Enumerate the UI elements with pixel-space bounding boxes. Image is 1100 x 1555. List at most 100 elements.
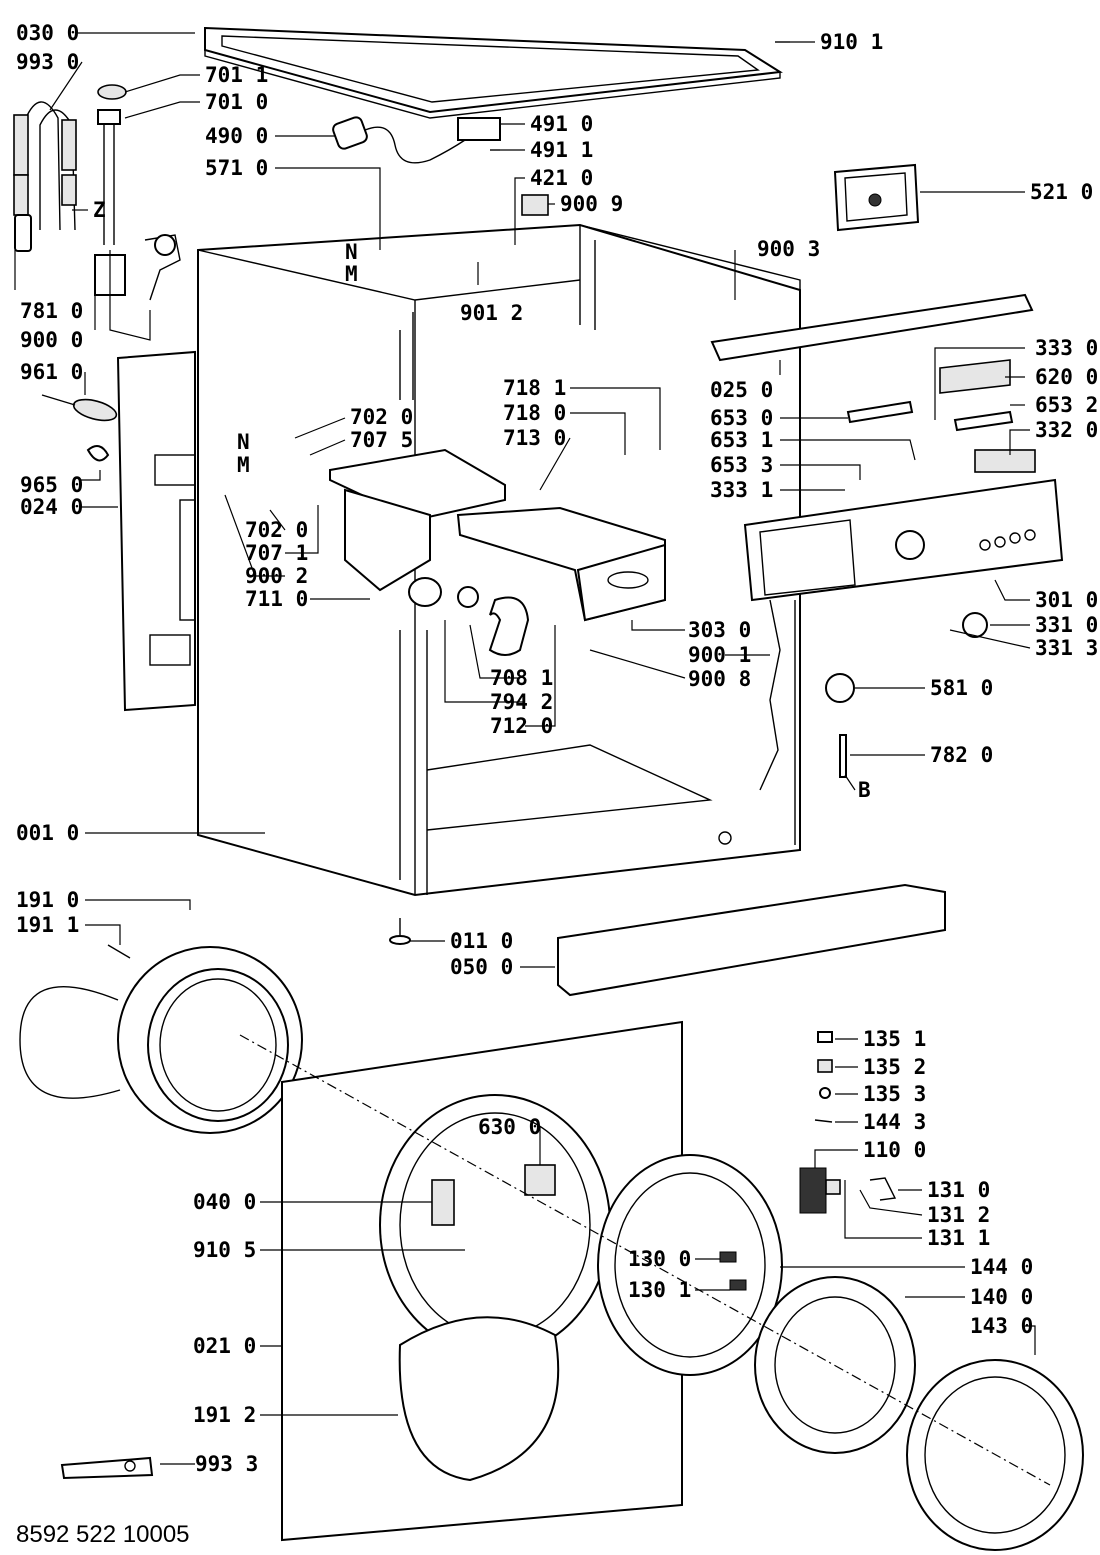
label-993-0: 993 0 xyxy=(16,50,79,74)
label-z: Z xyxy=(93,198,106,222)
label-900-2: 900 2 xyxy=(245,564,308,588)
label-144-3: 144 3 xyxy=(863,1110,926,1134)
label-301-0: 301 0 xyxy=(1035,588,1098,612)
label-707-1: 707 1 xyxy=(245,541,308,565)
hook-131-part xyxy=(869,1177,897,1201)
label-490-0: 490 0 xyxy=(205,124,268,148)
label-143-0: 143 0 xyxy=(970,1314,1033,1338)
label-001-0: 001 0 xyxy=(16,821,79,845)
label-711-0: 711 0 xyxy=(245,587,308,611)
button-strips-part xyxy=(846,400,1036,473)
plinth-part xyxy=(557,883,946,997)
label-011-0: 011 0 xyxy=(450,929,513,953)
label-653-0: 653 0 xyxy=(710,406,773,430)
label-130-1: 130 1 xyxy=(628,1278,691,1302)
label-581-0: 581 0 xyxy=(930,676,993,700)
label-701-0: 701 0 xyxy=(205,90,268,114)
label-653-2: 653 2 xyxy=(1035,393,1098,417)
label-131-1: 131 1 xyxy=(927,1226,990,1250)
label-421-0: 421 0 xyxy=(530,166,593,190)
pressure-switch-part xyxy=(825,673,855,703)
label-718-0: 718 0 xyxy=(503,401,566,425)
label-135-2: 135 2 xyxy=(863,1055,926,1079)
label-m-lower: M xyxy=(237,453,250,477)
label-701-1: 701 1 xyxy=(205,63,268,87)
label-021-0: 021 0 xyxy=(193,1334,256,1358)
label-794-2: 794 2 xyxy=(490,690,553,714)
document-number: 8592 522 10005 xyxy=(16,1521,190,1548)
label-900-1: 900 1 xyxy=(688,643,751,667)
label-901-2: 901 2 xyxy=(460,301,523,325)
label-900-9: 900 9 xyxy=(560,192,623,216)
label-718-1: 718 1 xyxy=(503,376,566,400)
label-653-1: 653 1 xyxy=(710,428,773,452)
leader-lines xyxy=(14,32,1036,1465)
front-panel-part xyxy=(281,1020,683,1542)
valve-961-part xyxy=(41,394,118,422)
label-140-0: 140 0 xyxy=(970,1285,1033,1309)
label-653-3: 653 3 xyxy=(710,453,773,477)
label-130-0: 130 0 xyxy=(628,1247,691,1271)
label-900-3: 900 3 xyxy=(757,237,820,261)
label-900-8: 900 8 xyxy=(688,667,751,691)
top-cover-part xyxy=(204,26,783,119)
label-491-0: 491 0 xyxy=(530,112,593,136)
callout-labels: 030 0 993 0 701 1 701 0 490 0 571 0 910 … xyxy=(16,21,1098,1548)
door-frame-part xyxy=(597,1154,783,1376)
mains-cable-part xyxy=(332,116,501,164)
label-131-2: 131 2 xyxy=(927,1203,990,1227)
label-135-3: 135 3 xyxy=(863,1082,926,1106)
foot-011-part xyxy=(389,918,411,945)
label-191-1: 191 1 xyxy=(16,913,79,937)
detergent-dispenser-part xyxy=(329,448,666,622)
label-521-0: 521 0 xyxy=(1030,180,1093,204)
label-050-0: 050 0 xyxy=(450,955,513,979)
label-571-0: 571 0 xyxy=(205,156,268,180)
label-965-0: 965 0 xyxy=(20,473,83,497)
wire-harness-part xyxy=(759,599,781,791)
label-n-upper: N xyxy=(345,240,358,264)
sump-hose-part xyxy=(457,586,530,656)
hinge-part xyxy=(431,1179,455,1226)
inlet-hose-part xyxy=(13,101,77,252)
top-rail-part xyxy=(710,293,1034,362)
label-961-0: 961 0 xyxy=(20,360,83,384)
electronic-board-part xyxy=(833,163,920,232)
door-handle-part xyxy=(799,1167,841,1214)
label-712-0: 712 0 xyxy=(490,714,553,738)
label-781-0: 781 0 xyxy=(20,299,83,323)
label-900-0: 900 0 xyxy=(20,328,83,352)
label-708-1: 708 1 xyxy=(490,666,553,690)
knob-701-parts xyxy=(94,84,181,301)
label-782-0: 782 0 xyxy=(930,743,993,767)
label-110-0: 110 0 xyxy=(863,1138,926,1162)
label-m-upper: M xyxy=(345,262,358,286)
door-lock-part xyxy=(524,1164,556,1196)
pcb-620-part xyxy=(939,359,1011,394)
label-713-0: 713 0 xyxy=(503,426,566,450)
label-333-1: 333 1 xyxy=(710,478,773,502)
ring-965-part xyxy=(86,445,110,462)
label-n-lower: N xyxy=(237,430,250,454)
label-331-3: 331 3 xyxy=(1035,636,1098,660)
label-702-0-upper: 702 0 xyxy=(350,405,413,429)
door-axis-line xyxy=(239,1034,1051,1486)
label-620-0: 620 0 xyxy=(1035,365,1098,389)
cabinet-part xyxy=(197,223,801,897)
label-630-0: 630 0 xyxy=(478,1115,541,1139)
label-040-0: 040 0 xyxy=(193,1190,256,1214)
back-panel-part xyxy=(116,350,196,712)
label-910-5: 910 5 xyxy=(193,1238,256,1262)
knob-331-part xyxy=(962,612,988,638)
label-707-5: 707 5 xyxy=(350,428,413,452)
label-332-0: 332 0 xyxy=(1035,418,1098,442)
label-331-0: 331 0 xyxy=(1035,613,1098,637)
label-993-3: 993 3 xyxy=(195,1452,258,1476)
label-333-0: 333 0 xyxy=(1035,336,1098,360)
label-910-1: 910 1 xyxy=(820,30,883,54)
label-491-1: 491 1 xyxy=(530,138,593,162)
label-191-2: 191 2 xyxy=(193,1403,256,1427)
label-030-0: 030 0 xyxy=(16,21,79,45)
label-144-0: 144 0 xyxy=(970,1255,1033,1279)
door-seal-part xyxy=(19,944,303,1134)
